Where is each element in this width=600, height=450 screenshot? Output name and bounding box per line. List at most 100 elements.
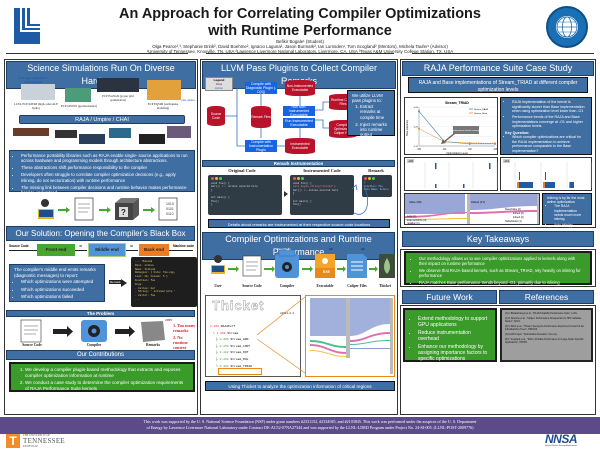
motivation-bullet: Developers often struggle to correlate c…	[21, 172, 190, 183]
reference-item: [1] A. Bhattacharyya et al., "RAJA Porta…	[505, 313, 578, 315]
future-work-item: Extend methodology to support GPU applic…	[418, 316, 489, 328]
black-box-illustration: ? 1010 0101 0110	[33, 195, 183, 223]
plugin-note-item: Extract remarks at compile time	[360, 104, 390, 120]
flow-label-compiler: Compiler	[279, 284, 295, 288]
llnl-logo	[10, 6, 42, 46]
data-point	[494, 142, 496, 145]
node-value: 0.304	[219, 364, 231, 368]
section-title-future-work: Future Work	[402, 290, 497, 304]
column-2: LLVM Pass Plugins to Collect Compiler Re…	[200, 59, 398, 415]
node-name: Stream_MUL	[230, 357, 249, 361]
ut-knoxville-logo: T THE UNIVERSITY OF TENNESSEE KNOXVILLE	[6, 434, 76, 448]
hardware-image	[79, 134, 105, 144]
plugin-note-intro: We utilize LLVM pass plugins to:	[352, 93, 383, 104]
original-code-block: void foo() { bar(); <-- inline occured h…	[208, 175, 282, 215]
code-line: Name: Inlined	[135, 267, 156, 271]
code-line: cali_begin_string("inline");	[293, 185, 337, 189]
section-title-takeaways: Key Takeaways	[402, 231, 594, 247]
source-code-label: Source Code	[9, 244, 29, 248]
problem-issues: 1. Too many remarks 2. No runtime contex…	[173, 323, 197, 350]
student-name: Befikir Bogale¹ (Student)	[276, 39, 324, 44]
node-name: Stream_DOT	[230, 351, 249, 355]
code-line: Line: 10, Column: 5 }	[135, 275, 168, 279]
takeaway-item: RAJA matches Base performance trends bey…	[419, 280, 584, 285]
nnsa-logo-text: NNSA	[545, 432, 578, 446]
funding-footer: This work was supported by the U. S. Nat…	[0, 417, 600, 434]
problem-illustration: x999 Source Code Compiler Remarks 1. Too…	[15, 318, 197, 350]
code-line: }	[211, 203, 213, 207]
motivation-bullet: Performance portability libraries such a…	[21, 153, 190, 164]
inlining-sankey	[405, 194, 539, 224]
hardware-image	[139, 134, 165, 144]
inlining-note-text: Inlining is by far the most active optim…	[547, 196, 585, 205]
ale-hydro-image	[21, 84, 55, 100]
node-name: Stream_TRIAD	[230, 364, 253, 368]
source-code-node: Source Code	[207, 106, 225, 126]
code-line: - Caller: foo	[135, 294, 156, 298]
ut-logo-sub: KNOXVILLE	[23, 444, 38, 448]
section-title-contributions: Our Contributions	[6, 350, 195, 360]
front-end-box: Front end	[37, 244, 75, 256]
llvm-flow-diagram: Legend Data Action Source Code Compile w…	[203, 76, 395, 160]
motivation-bullet: These abstractions shift performance res…	[21, 165, 190, 170]
title-line-2: with Runtime Performance	[208, 23, 392, 39]
section-title-problem: The Problem	[6, 310, 195, 317]
node-value: 1.258	[216, 331, 228, 335]
takeaway-item: Our methodology allows us to see compile…	[419, 256, 584, 266]
reference-item: [2] D. Boehme et al., "Caliper: Performa…	[505, 318, 582, 323]
sankey-label: Loop (1)	[407, 215, 417, 218]
code-line: Pass: inline	[135, 263, 154, 267]
data-point	[418, 110, 420, 113]
reference-item: [3] S. Brink et al., "Thicket: Seeing th…	[505, 326, 584, 331]
node-value: 0.253	[219, 344, 231, 348]
ir-label: IR	[130, 244, 133, 248]
code-line: DebugLoc: { File: foo.cpp,	[135, 271, 176, 275]
flow-label-source-code: Source Code	[242, 284, 262, 288]
remark-code-block: { Function: foo Pass Name: Inline	[362, 175, 392, 197]
o0-tag: -O0	[407, 159, 415, 163]
thicket-caption: Using Thicket to analyze the optimizatio…	[205, 381, 395, 391]
middle-end-box: Middle end	[88, 243, 126, 257]
y-tick-label: 0.15	[414, 146, 419, 148]
remark-yaml-code: --- !Passed Pass: inline Name: Inlined D…	[131, 257, 197, 307]
multiplier-label: x2	[361, 247, 365, 251]
annotation-box	[453, 126, 479, 134]
arrow-icon	[284, 191, 288, 197]
affiliation-list: ¹University of Tennessee, Knoxville, TN,…	[146, 49, 454, 54]
code-line: {	[364, 181, 366, 185]
call-tree: 1.258 RAJAPerf└ 1.258 Stream├ 0.205 Stre…	[210, 324, 300, 370]
code-line: - String: ' inlined into '	[135, 290, 176, 294]
compiler-label: Compiler	[86, 343, 102, 347]
o1-tag: -O1	[503, 159, 511, 163]
arrow	[75, 250, 87, 251]
chart-title: Stream_TRIAD	[445, 101, 469, 105]
svg-text:?: ?	[121, 208, 126, 217]
issue-item: 1. Too many remarks	[173, 323, 196, 333]
call-tree-node: 1.258 RAJAPerf	[210, 324, 300, 331]
node-name: RAJAPerf	[220, 325, 236, 328]
apps-caption: ECP apps using RAJA software tools	[18, 76, 48, 84]
multiplier-label: x2	[329, 247, 333, 251]
x-tick-label: -O1	[442, 148, 447, 151]
code-line: void foo() {	[211, 181, 230, 185]
non-instrumented-exe-node: Non-Instrumented Executable	[285, 80, 315, 96]
ut-logo-top: THE UNIVERSITY OF	[23, 434, 51, 437]
code-line: --- !Passed	[135, 260, 153, 263]
case-study-notes: RAJA implementation of the kernel is sig…	[500, 97, 592, 155]
node-value: 0.205	[219, 338, 231, 342]
sankey-label: Inlined (2)	[513, 216, 524, 219]
future-references-panel	[400, 305, 596, 415]
code-line: bar(); <-- inline occured here	[211, 185, 258, 189]
node-value: 1.258	[210, 325, 221, 328]
node-value: 0.222	[219, 351, 231, 355]
sankey-label: regalloc (1)	[407, 222, 420, 225]
y-tick-label: 0.24	[414, 107, 419, 109]
thicket-sankey-panel	[305, 295, 395, 377]
remark-type-item: Which optimizations succeeded	[21, 287, 100, 293]
instrumented-code-block: void foo() { cali_begin_string("inline")…	[290, 175, 354, 215]
sankey-label: Inlined (17)	[471, 200, 485, 204]
ut-logo-main: TENNESSEE	[23, 437, 65, 445]
optimization-sankey	[310, 298, 393, 374]
legend-action: Action	[214, 86, 224, 90]
